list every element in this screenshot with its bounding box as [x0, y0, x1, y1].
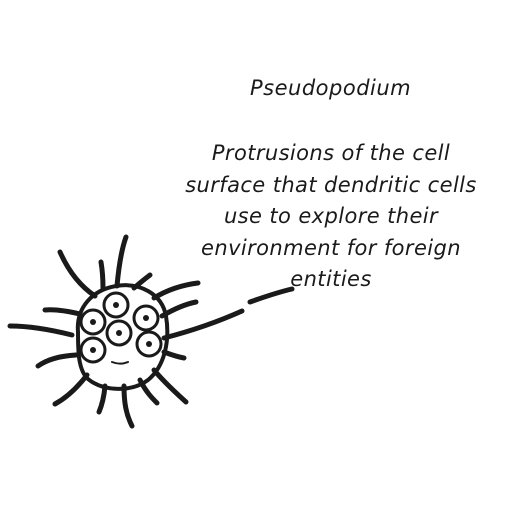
pseudopodium: [7, 323, 75, 338]
pseudopodium: [98, 259, 106, 291]
pseudopodium: [35, 352, 79, 369]
nucleus: [79, 308, 107, 336]
description-line: use to explore their: [223, 204, 439, 228]
pseudopodium: [151, 367, 189, 405]
pseudopodium: [114, 234, 129, 289]
description-line: entities: [290, 267, 372, 291]
pseudopodium: [57, 249, 98, 299]
pseudopodium: [247, 286, 295, 305]
description-line: surface that dendritic cells: [185, 172, 477, 197]
nucleus: [132, 304, 160, 332]
nucleus: [105, 319, 133, 347]
pseudopodium: [42, 307, 83, 317]
pseudopodium: [52, 372, 90, 407]
nucleus: [102, 291, 130, 319]
cell-body: [75, 283, 170, 391]
pseudopodium: [96, 383, 108, 415]
nucleus-dots: [90, 302, 152, 353]
pseudopodium: [161, 308, 245, 341]
label-title: Pseudopodium: [250, 76, 412, 100]
pseudopodium: [161, 349, 187, 361]
description-line: Protrusions of the cell: [211, 141, 451, 165]
cell-nuclei: [79, 291, 163, 364]
nucleus: [135, 330, 163, 358]
cell-mouth: [111, 361, 129, 365]
label-description: Protrusions of the cell surface that den…: [150, 138, 512, 296]
nucleus: [79, 336, 107, 364]
description-line: environment for foreign: [201, 235, 461, 260]
pseudopodium: [121, 383, 135, 429]
